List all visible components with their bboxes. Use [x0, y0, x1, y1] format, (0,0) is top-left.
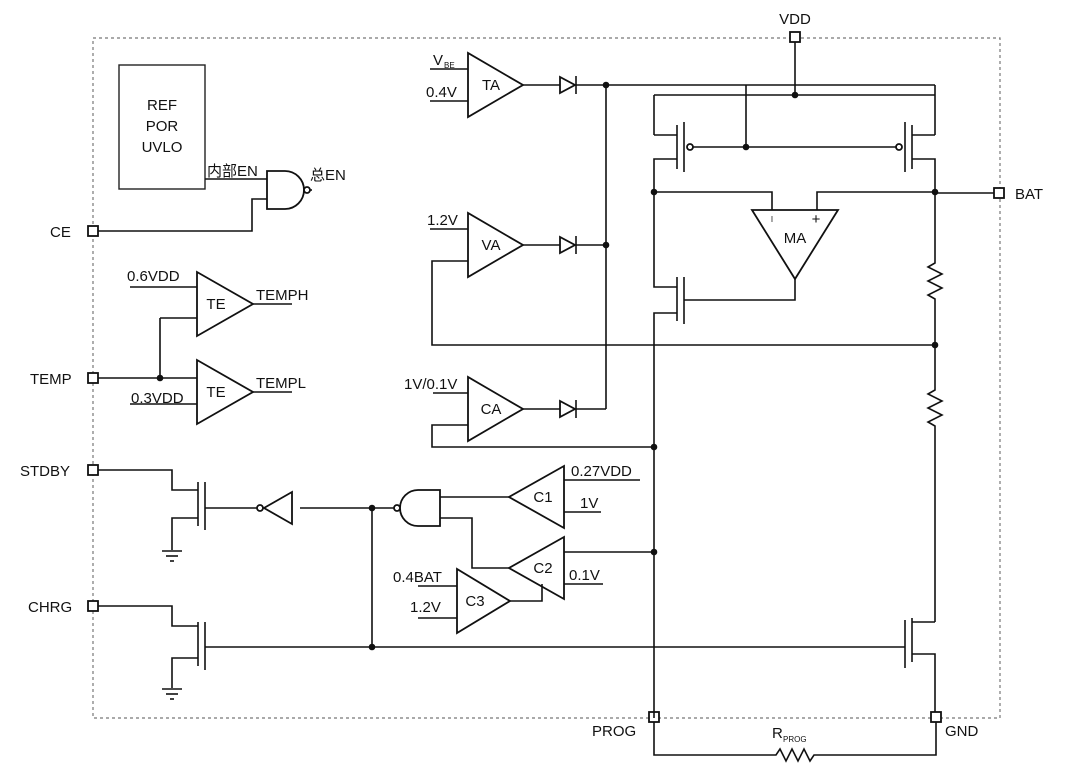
por-label: POR [146, 118, 179, 135]
pin-bat-label: BAT [1015, 186, 1043, 203]
pin-temp-label: TEMP [30, 371, 72, 388]
pin-ce-label: CE [50, 224, 71, 241]
vbe-label: V [433, 52, 443, 69]
divider-resistor-top [926, 192, 944, 345]
ref-12v-va-label: 1.2V [427, 212, 458, 229]
ref-04bat-label: 0.4BAT [393, 569, 442, 586]
temp-junction [156, 374, 164, 382]
pin-chrg: CHRG [28, 599, 99, 616]
pin-chrg-label: CHRG [28, 599, 72, 616]
internal-en-label: 内部EN [207, 163, 258, 180]
templ-label: TEMPL [256, 375, 306, 392]
status-and-gate [300, 489, 441, 527]
diode-ta [523, 75, 935, 95]
nmos-gnd [904, 618, 936, 712]
te-low-label: TE [206, 384, 225, 401]
vbe-subscript: BE [444, 61, 455, 70]
ref-04v-label: 0.4V [426, 84, 457, 101]
ref-01v-label: 0.1V [569, 567, 600, 584]
rprog-label: R [772, 725, 783, 742]
pmos-left [653, 122, 694, 192]
ma-plus-label: + [812, 211, 821, 228]
te-low-comparator: TE 0.3VDD TEMPL [130, 358, 306, 426]
pin-vdd: VDD [779, 11, 811, 43]
ref-03vdd-label: 0.3VDD [131, 390, 184, 407]
c1-label: C1 [533, 489, 552, 506]
temp-net [98, 318, 161, 379]
pin-stdby: STDBY [20, 463, 99, 480]
pin-bat: BAT [993, 186, 1043, 203]
diode-va [523, 235, 606, 255]
c3-comparator: C3 0.4BAT 1.2V [393, 567, 543, 635]
pin-gnd: GND [930, 711, 979, 740]
ref-por-uvlo-block: REF POR UVLO [118, 64, 206, 190]
divider-resistor-bottom [926, 345, 944, 622]
ma-amplifier: MA I + [654, 191, 935, 301]
ca-amplifier: CA 1V/0.1V [404, 375, 525, 443]
va-feedback [431, 260, 935, 346]
ta-label: TA [482, 77, 500, 94]
nmos-chrg [98, 605, 206, 700]
pmos-right [895, 122, 936, 192]
c3-label: C3 [465, 593, 484, 610]
va-label: VA [482, 237, 501, 254]
c2-comparator: C2 0.1V [440, 517, 654, 601]
pin-prog-label: PROG [592, 723, 636, 740]
ref-06vdd-label: 0.6VDD [127, 268, 180, 285]
total-en-label: 总EN [310, 167, 346, 184]
status-inverter [205, 490, 293, 526]
ca-label: CA [481, 401, 502, 418]
enable-nand-gate: 内部EN 总EN [98, 163, 346, 232]
pin-prog: PROG [592, 711, 660, 740]
ta-amplifier: TA V BE 0.4V [426, 51, 525, 119]
diode-ca [523, 399, 606, 419]
te-high-label: TE [206, 296, 225, 313]
pin-ce: CE [50, 224, 99, 241]
pin-temp: TEMP [30, 371, 99, 388]
temph-label: TEMPH [256, 287, 309, 304]
ref-label: REF [147, 97, 177, 114]
pin-gnd-label: GND [945, 723, 979, 740]
rprog-subscript: PROG [783, 735, 807, 744]
c2-label: C2 [533, 560, 552, 577]
ma-label: MA [784, 230, 807, 247]
pin-vdd-label: VDD [779, 11, 811, 28]
ref-1v-label: 1V [580, 495, 598, 512]
ma-minus-label: I [771, 215, 773, 224]
ref-12v-c3-label: 1.2V [410, 599, 441, 616]
nmos-sense [653, 192, 685, 718]
ref-027vdd-label: 0.27VDD [571, 463, 632, 480]
te-high-comparator: TE 0.6VDD TEMPH [127, 268, 309, 338]
uvlo-label: UVLO [142, 139, 183, 156]
nmos-stdby [98, 469, 206, 562]
pin-stdby-label: STDBY [20, 463, 70, 480]
c1-comparator: C1 0.27VDD 1V [440, 463, 640, 530]
rprog-resistor: R PROG [653, 722, 937, 763]
ref-ca-label: 1V/0.1V [404, 376, 457, 393]
ca-feedback [431, 424, 654, 448]
va-amplifier: VA 1.2V [427, 211, 525, 279]
